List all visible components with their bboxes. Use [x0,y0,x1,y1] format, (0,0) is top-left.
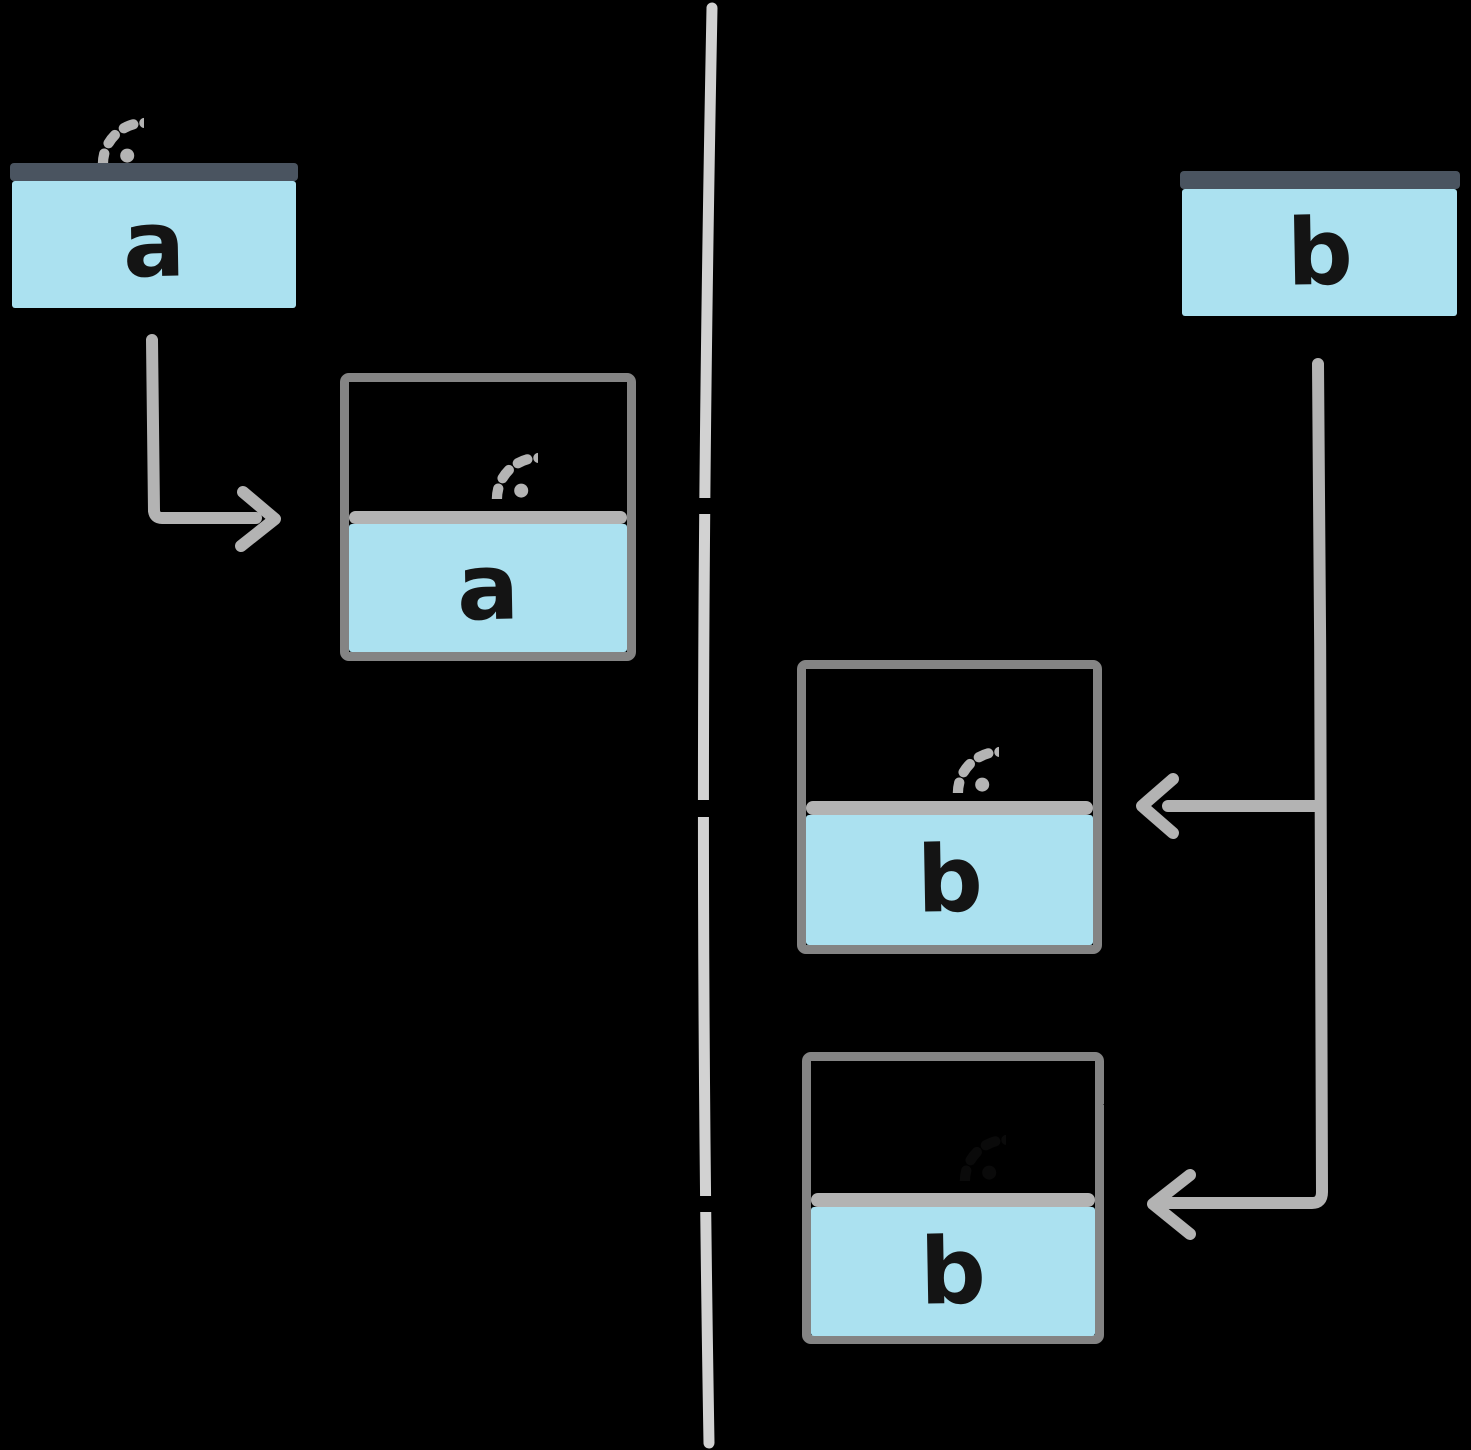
box-value-area: a [349,524,627,652]
burst-icon [1031,1003,1149,1121]
box-divider-bar [806,801,1093,815]
box-divider-bar [1180,171,1460,189]
box-divider-bar [349,511,627,524]
box-value-area: b [811,1207,1095,1336]
arrow-client-a-to-inflight [146,334,281,552]
dotted-face-icon [894,1069,1006,1181]
box-request-a-inflight: a [340,373,636,661]
arrowhead-left [1147,1169,1196,1240]
box-value-area: b [1182,189,1457,316]
box-client-b: b [1178,8,1460,316]
box-label: b [919,1216,987,1326]
box-label: b [1285,197,1354,307]
line-gap [689,800,723,817]
box-request-b-inflight: b [797,660,1102,954]
box-value-area: a [12,181,296,308]
box-label: a [122,189,186,299]
dotted-face-icon [32,52,144,164]
arrowhead-left [1136,773,1179,839]
dotted-face-icon [887,681,999,793]
box-label: a [456,533,520,642]
box-label: b [915,825,984,934]
box-client-a: a [8,8,300,310]
arrow-client-b-to-inflight [1136,773,1326,839]
box-value-area: b [806,815,1093,945]
arrowhead-right [235,486,281,552]
line-gap [689,1196,723,1212]
timeline-line [697,2,718,1449]
arrow-client-b-down [1147,358,1329,1240]
box-request-b-retry: b [802,1052,1104,1344]
line-gap [690,498,724,514]
dotted-face-icon [426,387,538,499]
box-divider-bar [10,163,298,181]
box-divider-bar [811,1193,1095,1207]
burst-icon [573,321,691,439]
